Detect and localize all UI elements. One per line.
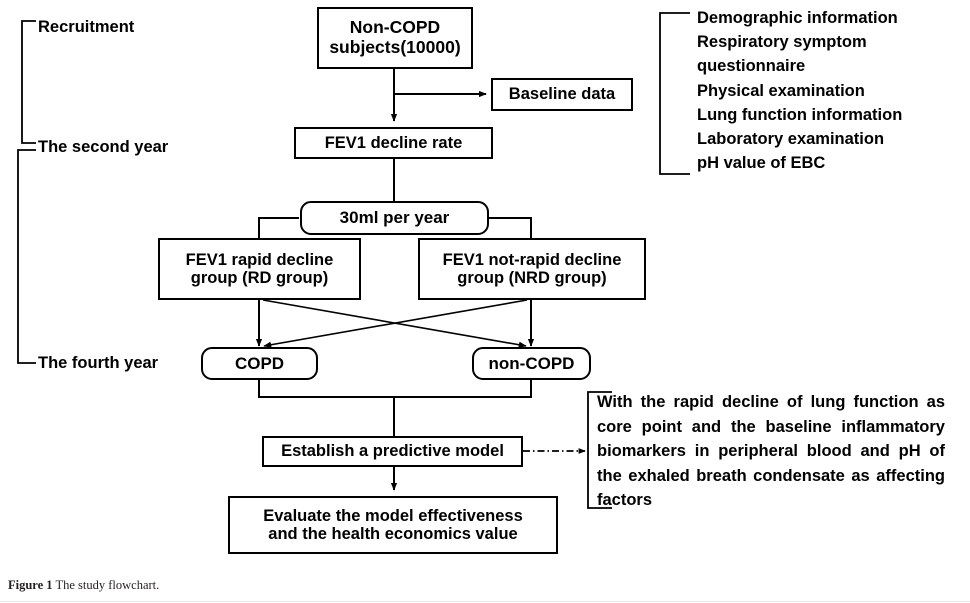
timeline-label-second-year: The second year: [38, 138, 169, 156]
node-threshold-30ml-per-year[interactable]: 30ml per year: [300, 201, 489, 235]
timeline-label-fourth-year: The fourth year: [38, 354, 159, 372]
node-nrd-group[interactable]: FEV1 not-rapid decline group (NRD group): [418, 238, 646, 300]
baseline-annotation-item: Physical examination: [697, 81, 865, 100]
node-fev1-decline-rate[interactable]: FEV1 decline rate: [294, 127, 493, 159]
node-non-copd-label: non-COPD: [488, 353, 575, 373]
model-annotation-text: With the rapid decline of lung function …: [597, 393, 945, 510]
baseline-annotation-item: Respiratory symptom: [697, 33, 867, 52]
baseline-annotation-item: Demographic information: [697, 9, 898, 27]
node-evaluate-model[interactable]: Evaluate the model effectiveness and the…: [228, 496, 558, 554]
timeline-bracket-second-to-fourth: [17, 149, 36, 364]
node-evaluate-line2: and the health economics value: [268, 525, 518, 543]
baseline-annotation-bracket: [659, 12, 690, 175]
node-non-copd-subjects-line2: subjects(10000): [329, 37, 461, 57]
figure-caption-label: Figure 1: [8, 578, 53, 592]
node-rd-group-line1: FEV1 rapid decline: [185, 250, 334, 269]
node-non-copd-subjects-line1: Non-COPD: [349, 17, 441, 38]
node-nrd-group-line1: FEV1 not-rapid decline: [442, 250, 622, 269]
figure-caption: Figure 1 The study flowchart.: [8, 578, 159, 593]
edge-threshold-to-rd: [258, 217, 299, 238]
baseline-annotation-item: Laboratory examination: [697, 130, 885, 149]
node-non-copd-subjects[interactable]: Non-COPD subjects(10000): [317, 7, 473, 69]
node-nrd-group-line2: group (NRD group): [457, 269, 607, 287]
node-rd-group[interactable]: FEV1 rapid decline group (RD group): [158, 238, 361, 300]
baseline-annotation-list: Demographic information Respiratory symp…: [697, 6, 902, 175]
node-copd-label: COPD: [234, 353, 285, 373]
timeline-label-recruitment: Recruitment: [38, 18, 135, 36]
node-baseline-data[interactable]: Baseline data: [491, 78, 633, 111]
edge-copd-merge: [258, 380, 532, 398]
node-non-copd[interactable]: non-COPD: [472, 347, 591, 380]
model-annotation-bracket: [587, 391, 612, 509]
node-copd[interactable]: COPD: [201, 347, 318, 380]
node-predictive-model-label: Establish a predictive model: [281, 442, 504, 461]
page-hairline: [0, 601, 970, 602]
node-threshold-label: 30ml per year: [339, 208, 450, 228]
node-fev1-decline-rate-label: FEV1 decline rate: [324, 133, 463, 152]
node-evaluate-line1: Evaluate the model effectiveness: [263, 506, 523, 525]
node-rd-group-line2: group (RD group): [190, 269, 329, 287]
baseline-annotation-item: pH value of EBC: [697, 154, 826, 173]
edge-threshold-to-nrd: [489, 217, 532, 238]
node-establish-predictive-model[interactable]: Establish a predictive model: [262, 436, 523, 467]
baseline-annotation-item: Lung function information: [697, 105, 903, 124]
baseline-annotation-item: questionnaire: [697, 57, 806, 76]
edge-nrd-to-copd: [263, 299, 528, 348]
node-baseline-data-label: Baseline data: [508, 85, 616, 104]
timeline-bracket-recruitment: [21, 20, 36, 144]
figure-caption-text: The study flowchart.: [55, 578, 160, 592]
